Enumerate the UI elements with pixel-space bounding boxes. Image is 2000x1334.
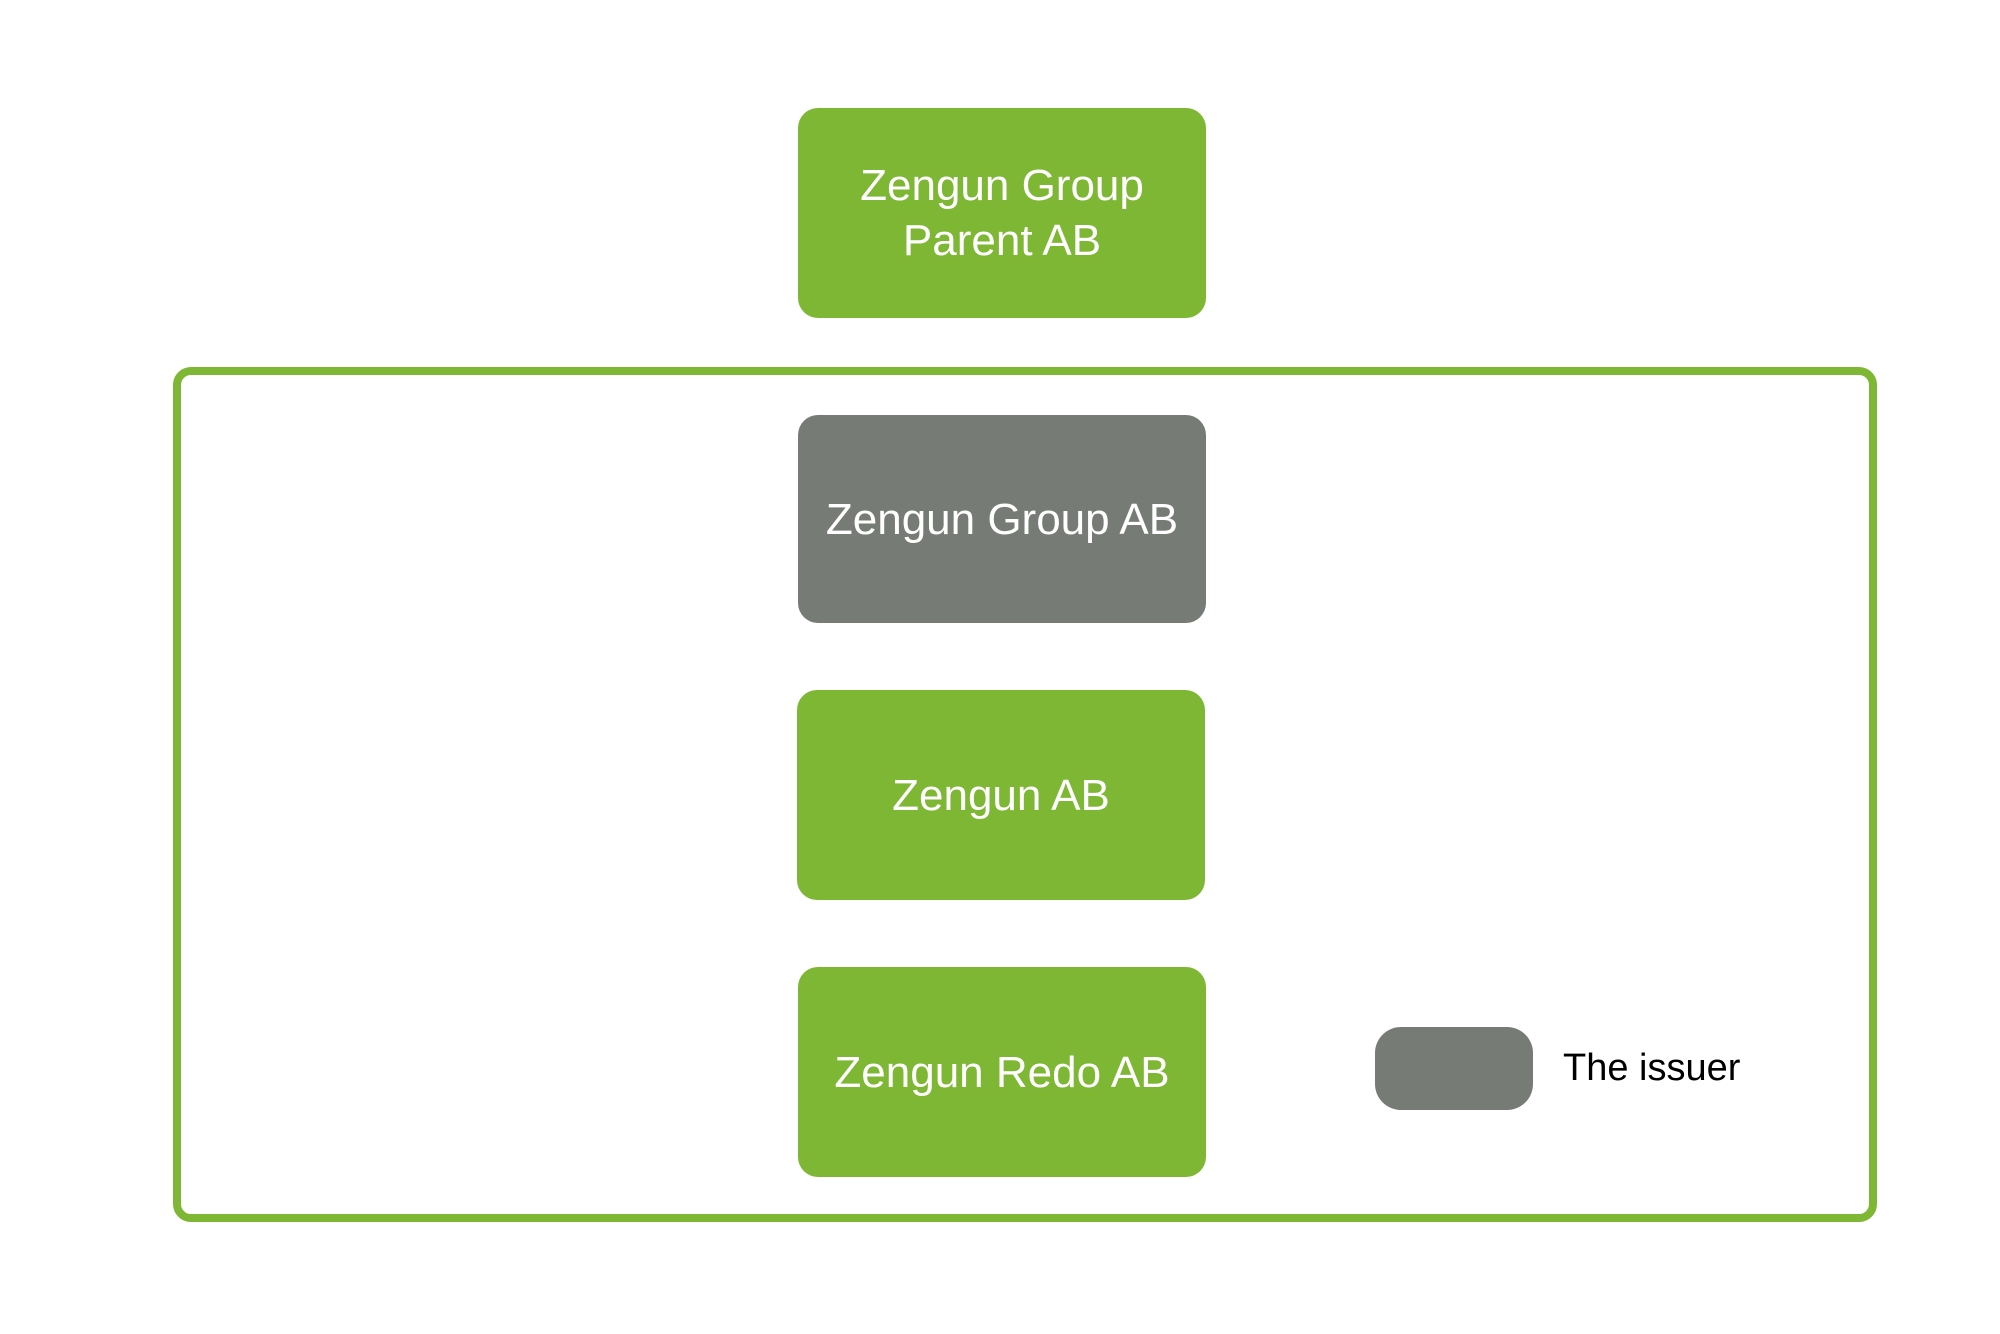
node-zengun-ab: Zengun AB bbox=[797, 690, 1205, 900]
node-zengun-group-ab: Zengun Group AB bbox=[798, 415, 1206, 623]
legend-label: The issuer bbox=[1563, 1047, 1741, 1089]
node-zengun-group-parent-ab: Zengun Group Parent AB bbox=[798, 108, 1206, 318]
node-zengun-redo-ab: Zengun Redo AB bbox=[798, 967, 1206, 1177]
legend: The issuer bbox=[1375, 1027, 1740, 1110]
issuer-swatch bbox=[1375, 1027, 1533, 1110]
issuer-group-boundary bbox=[173, 367, 1877, 1222]
